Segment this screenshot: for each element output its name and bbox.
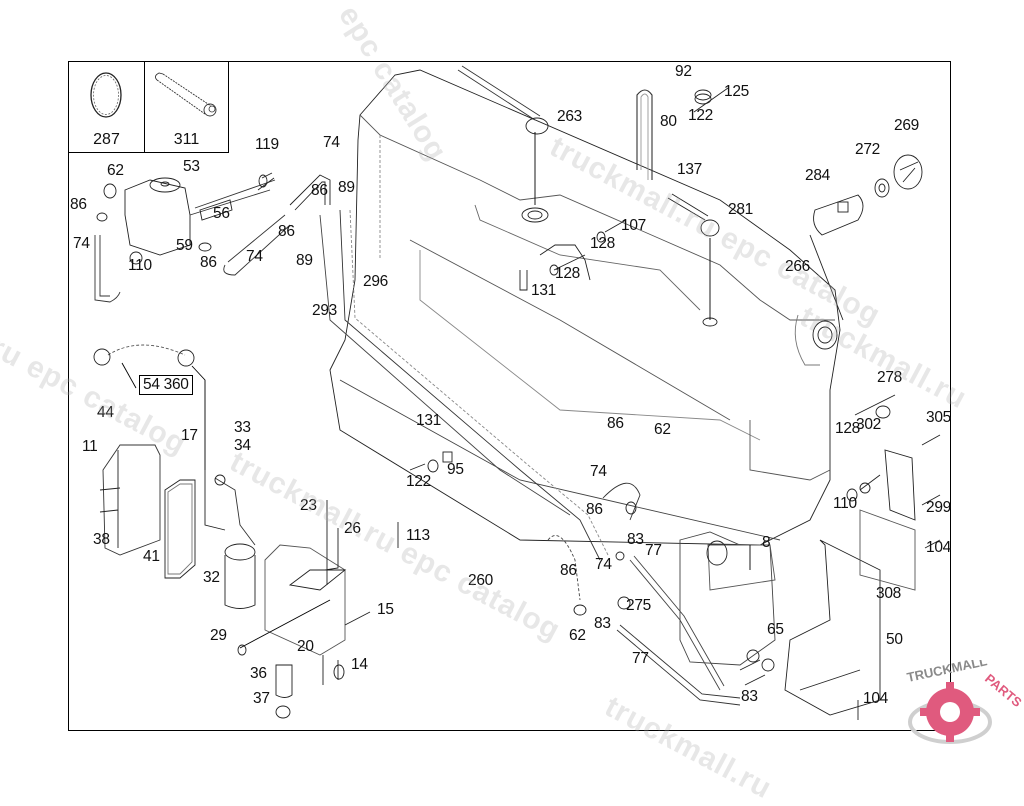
part-callout-17[interactable]: 17 <box>181 427 198 444</box>
gear-icon: TRUCKMALL PARTS <box>906 653 1024 744</box>
part-callout-26[interactable]: 26 <box>344 520 361 537</box>
part-callout-32[interactable]: 32 <box>203 569 220 586</box>
part-callout-59[interactable]: 59 <box>176 237 193 254</box>
part-callout-74[interactable]: 74 <box>246 248 263 265</box>
part-callout-104[interactable]: 104 <box>926 539 951 556</box>
part-callout-305[interactable]: 305 <box>926 409 951 426</box>
part-callout-119[interactable]: 119 <box>255 136 279 153</box>
part-callout-284[interactable]: 284 <box>805 167 830 184</box>
part-callout-278[interactable]: 278 <box>877 369 902 386</box>
fuel-tank-line-art <box>93 65 941 720</box>
logo-text-right: PARTS <box>982 671 1024 710</box>
part-callout-41[interactable]: 41 <box>143 548 160 565</box>
inset-311[interactable]: 311 <box>144 61 229 153</box>
part-callout-131[interactable]: 131 <box>531 282 556 299</box>
part-callout-86[interactable]: 86 <box>311 182 328 199</box>
part-callout-86[interactable]: 86 <box>586 501 603 518</box>
part-callout-74[interactable]: 74 <box>595 556 612 573</box>
o-ring-icon <box>90 72 122 118</box>
part-callout-53[interactable]: 53 <box>183 158 200 175</box>
part-callout-83[interactable]: 83 <box>741 688 758 705</box>
part-callout-128[interactable]: 128 <box>555 265 580 282</box>
part-callout-62[interactable]: 62 <box>654 421 671 438</box>
part-callout-107[interactable]: 107 <box>621 217 646 234</box>
part-callout-44[interactable]: 44 <box>97 404 114 421</box>
part-callout-122[interactable]: 122 <box>688 107 713 124</box>
inset-label: 311 <box>173 131 200 148</box>
truckmall-parts-logo: TRUCKMALL PARTS <box>898 653 1024 750</box>
part-callout-33[interactable]: 33 <box>234 419 251 436</box>
part-callout-62[interactable]: 62 <box>107 162 124 179</box>
part-callout-308[interactable]: 308 <box>876 585 901 602</box>
part-callout-54-360[interactable]: 54 360 <box>139 375 193 395</box>
logo-text-left: TRUCKMALL <box>906 660 989 685</box>
part-callout-113[interactable]: 113 <box>406 527 430 544</box>
fuel-tank-outline <box>329 69 841 546</box>
part-callout-128[interactable]: 128 <box>835 420 860 437</box>
part-callout-281[interactable]: 281 <box>728 201 753 218</box>
part-callout-83[interactable]: 83 <box>594 615 611 632</box>
part-callout-80[interactable]: 80 <box>660 113 677 130</box>
part-callout-36[interactable]: 36 <box>250 665 267 682</box>
part-callout-86[interactable]: 86 <box>607 415 624 432</box>
part-callout-29[interactable]: 29 <box>210 627 227 644</box>
inset-label: 287 <box>93 131 120 148</box>
part-callout-110[interactable]: 110 <box>833 495 857 512</box>
part-callout-74[interactable]: 74 <box>73 235 90 252</box>
part-callout-50[interactable]: 50 <box>886 631 903 648</box>
part-callout-86[interactable]: 86 <box>560 562 577 579</box>
part-callout-263[interactable]: 263 <box>557 108 582 125</box>
part-callout-299[interactable]: 299 <box>926 499 951 516</box>
part-callout-110[interactable]: 110 <box>128 257 152 274</box>
part-callout-8[interactable]: 8 <box>762 534 771 551</box>
part-callout-89[interactable]: 89 <box>338 179 355 196</box>
diagram-frame <box>68 61 951 731</box>
part-callout-15[interactable]: 15 <box>377 601 394 618</box>
part-callout-131[interactable]: 131 <box>416 412 441 429</box>
part-callout-38[interactable]: 38 <box>93 531 110 548</box>
part-callout-89[interactable]: 89 <box>296 252 313 269</box>
part-callout-62[interactable]: 62 <box>569 627 586 644</box>
part-callout-275[interactable]: 275 <box>626 597 651 614</box>
part-callout-34[interactable]: 34 <box>234 437 251 454</box>
part-callout-37[interactable]: 37 <box>253 690 270 707</box>
part-callout-11[interactable]: 11 <box>82 438 98 455</box>
part-callout-74[interactable]: 74 <box>323 134 340 151</box>
part-callout-266[interactable]: 266 <box>785 258 810 275</box>
part-callout-260[interactable]: 260 <box>468 572 493 589</box>
part-callout-20[interactable]: 20 <box>297 638 314 655</box>
part-callout-125[interactable]: 125 <box>724 83 749 100</box>
part-callout-65[interactable]: 65 <box>767 621 784 638</box>
part-callout-86[interactable]: 86 <box>200 254 217 271</box>
part-callout-293[interactable]: 293 <box>312 302 337 319</box>
part-callout-296[interactable]: 296 <box>363 273 388 290</box>
part-callout-269[interactable]: 269 <box>894 117 919 134</box>
part-callout-86[interactable]: 86 <box>278 223 295 240</box>
part-callout-104[interactable]: 104 <box>863 690 888 707</box>
part-callout-86[interactable]: 86 <box>70 196 87 213</box>
part-callout-74[interactable]: 74 <box>590 463 607 480</box>
part-callout-92[interactable]: 92 <box>675 63 692 80</box>
part-callout-14[interactable]: 14 <box>351 656 368 673</box>
part-callout-77[interactable]: 77 <box>632 650 649 667</box>
part-callout-83[interactable]: 83 <box>627 531 644 548</box>
part-callout-137[interactable]: 137 <box>677 161 702 178</box>
tube-icon <box>154 72 217 117</box>
part-callout-128[interactable]: 128 <box>590 235 615 252</box>
part-callout-95[interactable]: 95 <box>447 461 464 478</box>
part-callout-77[interactable]: 77 <box>645 542 662 559</box>
part-callout-272[interactable]: 272 <box>855 141 880 158</box>
part-callout-23[interactable]: 23 <box>300 497 317 514</box>
part-callout-56[interactable]: 56 <box>213 205 230 222</box>
part-callout-302[interactable]: 302 <box>856 416 881 433</box>
part-callout-122[interactable]: 122 <box>406 473 431 490</box>
